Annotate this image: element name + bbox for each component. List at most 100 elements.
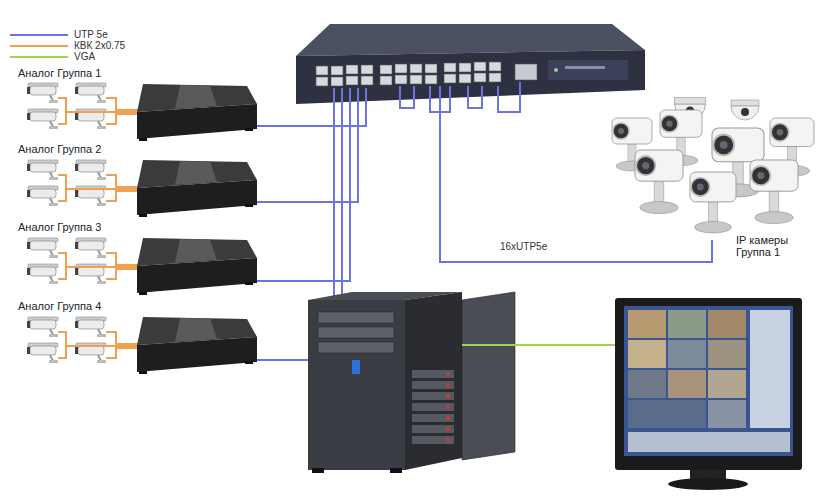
camera-group: Аналог Группа 2 xyxy=(18,143,130,215)
coax-wire xyxy=(58,253,140,279)
group-heading: Аналог Группа 1 xyxy=(18,67,130,79)
camera-group: Аналог Группа 4 xyxy=(18,300,130,372)
video-encoder xyxy=(137,317,257,374)
coax-wire xyxy=(58,98,140,124)
group-heading: Аналог Группа 2 xyxy=(18,143,130,155)
camera-group: Аналог Группа 3 xyxy=(18,221,130,293)
port xyxy=(474,62,486,82)
monitor-bezel xyxy=(615,298,802,470)
port xyxy=(425,64,437,84)
camera-view xyxy=(708,400,746,428)
hdd-trays xyxy=(412,370,454,444)
legend-swatch xyxy=(10,32,68,38)
toolbar xyxy=(628,432,790,452)
analog-camera xyxy=(27,238,58,258)
camera-view xyxy=(628,340,666,368)
analog-camera xyxy=(75,160,106,180)
analog-camera xyxy=(27,160,58,180)
camera-views xyxy=(628,310,746,428)
hdd-tray xyxy=(412,370,454,378)
hdd-tray xyxy=(412,414,454,422)
camera-view xyxy=(668,370,706,398)
camera-view xyxy=(708,310,746,338)
monitor-screen xyxy=(624,306,793,456)
utp-wire xyxy=(440,86,712,262)
uplink-port xyxy=(515,64,537,80)
drive-bay xyxy=(318,312,394,323)
port xyxy=(489,62,501,82)
legend-row: UTP 5e xyxy=(10,29,108,40)
analog-camera xyxy=(27,109,58,129)
video-encoder xyxy=(137,84,257,141)
port xyxy=(361,65,373,85)
legend-row: КВК 2х0.75 xyxy=(10,40,125,51)
port xyxy=(444,63,456,83)
camera-view xyxy=(628,400,706,428)
utp-wire xyxy=(257,88,350,281)
status-led xyxy=(554,68,558,72)
camera-view xyxy=(628,310,666,338)
hdd-led xyxy=(446,394,450,398)
video-encoder xyxy=(137,160,257,217)
camera-view xyxy=(708,370,746,398)
port xyxy=(395,64,407,84)
analog-camera xyxy=(75,238,106,258)
analog-camera xyxy=(75,83,106,103)
utp-wire xyxy=(400,82,520,112)
hdd-tray xyxy=(412,392,454,400)
cable-count-label: 16xUTP5e xyxy=(500,241,547,252)
drive-bay xyxy=(318,327,394,338)
port xyxy=(346,65,358,85)
legend-row: VGA xyxy=(10,51,95,62)
legend-swatch xyxy=(10,43,68,49)
port xyxy=(316,66,328,86)
legend-text: UTP 5e xyxy=(74,29,108,40)
camera-view xyxy=(668,310,706,338)
power-led xyxy=(352,360,360,374)
camera-view xyxy=(668,340,706,368)
analog-camera xyxy=(27,264,58,284)
analog-camera xyxy=(27,186,58,206)
server-foot xyxy=(390,468,402,473)
server-front xyxy=(308,300,405,470)
hdd-led xyxy=(446,372,450,376)
legend-text: VGA xyxy=(74,51,95,62)
panel-stripe xyxy=(565,66,605,69)
hdd-led xyxy=(446,427,450,431)
status-panel xyxy=(548,60,628,80)
dome-camera xyxy=(731,100,759,120)
hdd-tray xyxy=(412,436,454,444)
camera-view xyxy=(708,340,746,368)
coax-wire xyxy=(58,175,140,201)
camera-group: Аналог Группа 1 xyxy=(18,67,130,139)
legend-line xyxy=(10,34,68,36)
ip-camera xyxy=(750,160,798,224)
monitor-base xyxy=(668,478,748,490)
coax-wire xyxy=(58,332,140,358)
group-heading: IP камеры Группа 1 xyxy=(736,234,802,258)
hdd-led xyxy=(446,383,450,387)
hdd-led xyxy=(446,438,450,442)
camera-view xyxy=(628,370,666,398)
analog-camera xyxy=(27,343,58,363)
control-panel xyxy=(750,310,790,428)
ip-camera xyxy=(635,150,683,214)
switch-ports xyxy=(316,62,501,86)
switch-front xyxy=(296,50,645,104)
port xyxy=(459,63,471,83)
group-heading: Аналог Группа 3 xyxy=(18,221,130,233)
analog-camera xyxy=(27,83,58,103)
analog-camera xyxy=(75,317,106,337)
ip-cameras xyxy=(612,98,814,233)
hdd-led xyxy=(446,416,450,420)
ip-camera xyxy=(690,172,736,233)
server-door xyxy=(462,292,515,460)
port xyxy=(410,64,422,84)
hdd-tray xyxy=(412,381,454,389)
legend-line xyxy=(10,56,68,58)
vga-wire xyxy=(462,344,617,346)
hdd-tray xyxy=(412,403,454,411)
